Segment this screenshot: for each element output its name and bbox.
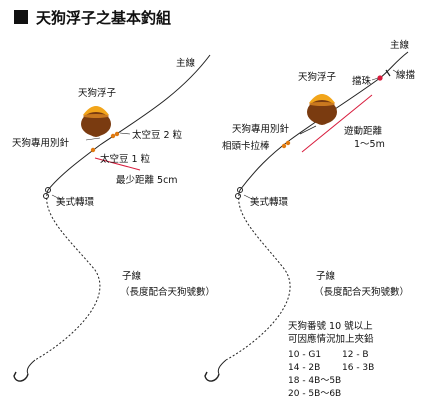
sinker-row: 14 - 2B <box>288 363 320 373</box>
right-main-line-label: 主線 <box>390 39 410 51</box>
right-swivel-label: 美式轉環 <box>250 196 289 208</box>
left-min-distance-label: 最少距離 5cm <box>116 174 178 186</box>
right-leader-end <box>217 359 227 375</box>
sinker-row: 18 - 4B〜5B <box>288 376 341 386</box>
pointer-left-bead2 <box>119 132 131 135</box>
right-rig: 主線 天狗浮子 擋珠 線擋 天狗專用別針 相頭卡拉棒 遊動距離 1〜5m 美式轉… <box>204 39 415 382</box>
right-float-label: 天狗浮子 <box>298 71 337 83</box>
right-main-line <box>289 51 409 141</box>
page-title: 天狗浮子之基本釣組 <box>36 9 171 27</box>
hook-icon <box>13 371 29 382</box>
left-bead-lower <box>90 147 96 153</box>
sinker-line-1: 天狗番號 10 號以上 <box>288 320 373 332</box>
sinker-row: 20 - 5B〜6B <box>288 389 341 399</box>
float-icon <box>81 106 111 137</box>
right-range-label: 遊動距離 <box>344 125 383 137</box>
title-square-icon <box>14 10 28 24</box>
sinker-row: 10 - G1 <box>288 350 321 360</box>
right-leader-note: （長度配合天狗號數） <box>314 286 409 298</box>
left-swivel-label: 美式轉環 <box>56 196 95 208</box>
right-range-marker <box>301 94 373 153</box>
right-float-icon <box>307 94 337 125</box>
pointer-right-stopper <box>371 77 379 81</box>
right-line-stopper-label: 線擋 <box>396 69 415 81</box>
left-leader-label: 子線 <box>122 270 142 282</box>
right-adapter-label: 相頭卡拉棒 <box>222 140 270 152</box>
right-float-pin <box>299 125 317 135</box>
sinker-table: 天狗番號 10 號以上 可因應情況加上夾鉛 10 - G1 12 - B 14 … <box>288 320 374 399</box>
left-leader-note: （長度配合天狗號數） <box>120 286 215 298</box>
left-leader-end <box>26 359 36 375</box>
left-main-line-label: 主線 <box>176 57 196 69</box>
pointer-right-swivel <box>243 194 253 200</box>
right-hook-icon <box>204 371 220 382</box>
right-bead-1 <box>281 143 287 149</box>
left-bead2-label: 太空豆 2 粒 <box>132 129 183 141</box>
right-range-value: 1〜5m <box>354 139 385 150</box>
left-bead1-label: 太空豆 1 粒 <box>100 153 151 165</box>
line-stopper-icon <box>385 69 391 77</box>
left-bead-upper-1 <box>110 133 116 139</box>
right-bead-2 <box>285 140 291 146</box>
left-float-pin-label: 天狗專用別針 <box>12 137 70 149</box>
left-leader-line <box>34 189 101 361</box>
pointer-right-linestop <box>392 69 399 74</box>
swivel-icon <box>43 187 51 199</box>
sinker-row: 16 - 3B <box>342 363 374 373</box>
sinker-row: 12 - B <box>342 350 369 360</box>
pointer-left-pin <box>85 137 101 141</box>
left-bead-upper-2 <box>114 131 120 137</box>
right-float-pin-label: 天狗專用別針 <box>232 123 290 135</box>
right-swivel-icon <box>235 187 243 199</box>
pointer-left-swivel <box>51 194 61 200</box>
left-distance-marker <box>94 157 141 171</box>
stopper-bead-icon <box>377 75 383 81</box>
left-float-label: 天狗浮子 <box>78 87 117 99</box>
sinker-line-2: 可因應情況加上夾鉛 <box>288 333 374 345</box>
right-stopper-bead-label: 擋珠 <box>352 75 372 87</box>
right-leader-line <box>225 189 291 361</box>
right-leader-label: 子線 <box>316 270 336 282</box>
left-rig: 主線 天狗浮子 天狗專用別針 太空豆 2 粒 太空豆 1 粒 最少距離 5cm … <box>12 54 215 382</box>
